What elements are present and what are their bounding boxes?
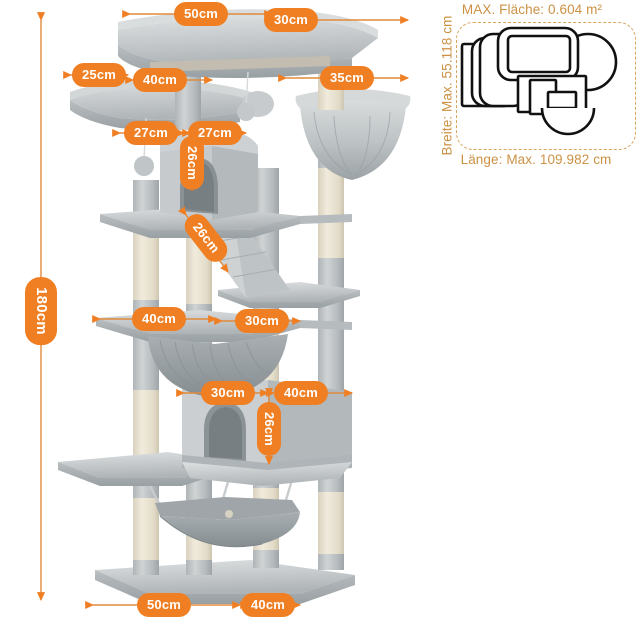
dimension-badge-base-depth: 40cm <box>241 594 295 616</box>
hanging-toys <box>134 71 255 176</box>
dimension-badge-upper-condo-width: 27cm <box>124 122 178 144</box>
footprint-inset: MAX. Fläche: 0.604 m² Breite: Max. 55.11… <box>424 0 640 184</box>
dimension-badge-condo-width: 30cm <box>201 382 255 404</box>
dimension-badge-base-width: 50cm <box>137 594 191 616</box>
footprint-top-view <box>460 26 618 136</box>
dimension-badge-condo-height: 26cm <box>258 402 280 456</box>
dimension-badge-top-perch-depth: 30cm <box>264 9 318 31</box>
bottom-hammock <box>148 479 300 548</box>
dimension-badge-upper-condo-height: 26cm <box>181 136 203 190</box>
dimension-badge-mid-platform-width: 40cm <box>132 308 186 330</box>
dimension-badge-mid-platform-depth: 30cm <box>235 310 289 332</box>
dimension-badge-total-height: 180cm <box>26 278 56 344</box>
footprint-area-label: MAX. Fläche: 0.604 m² <box>461 2 603 17</box>
dimension-badge-upper-platform-width: 40cm <box>133 69 187 91</box>
footprint-width-label: Breite: Max. 55.118 cm <box>439 15 455 156</box>
dimension-badge-upper-left-width: 25cm <box>72 64 126 86</box>
dimension-badge-condo-depth: 40cm <box>274 382 328 404</box>
footprint-length-label: Länge: Max. 109.982 cm <box>460 152 612 167</box>
dimension-badge-basket-diameter: 35cm <box>320 67 374 89</box>
dimension-badge-top-perch-width: 50cm <box>174 3 228 25</box>
